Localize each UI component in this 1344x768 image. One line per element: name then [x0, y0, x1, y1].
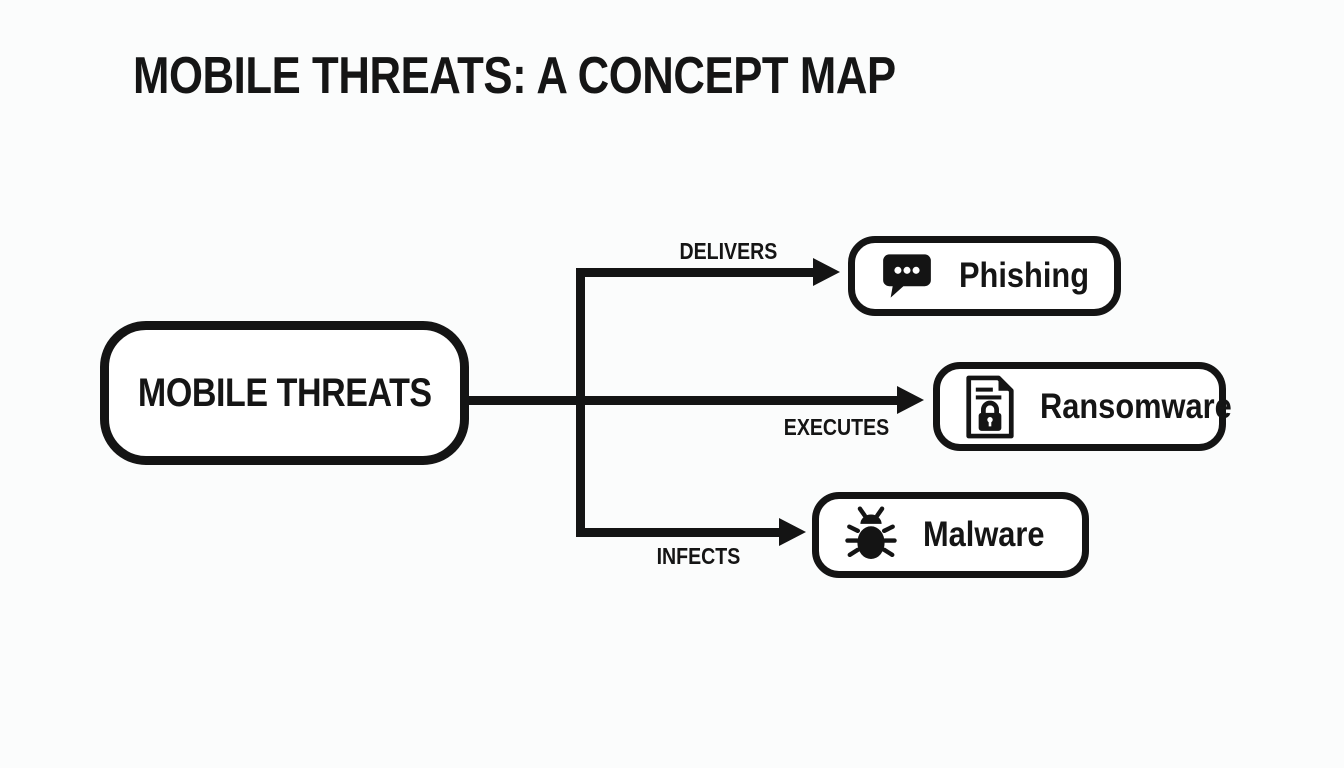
edge-line-executes: [585, 396, 900, 405]
arrowhead-infects: [779, 518, 806, 546]
edge-line-delivers: [576, 268, 816, 277]
ransomware-node: Ransomware: [933, 362, 1232, 451]
mobile-threats-node: MOBILE THREATS: [100, 321, 469, 465]
malware-label: Malware: [923, 515, 1045, 554]
phishing-label: Phishing: [959, 256, 1090, 295]
edge-label-infects: INFECTS: [656, 543, 741, 569]
chat-bubble-icon: [879, 251, 935, 301]
edge-label-delivers: DELIVERS: [679, 238, 778, 264]
page-title: MOBILE THREATS: A CONCEPT MAP: [133, 47, 896, 105]
ransomware-label: Ransomware: [1040, 386, 1232, 426]
document-lock-icon: [964, 375, 1016, 439]
arrowhead-delivers: [813, 258, 840, 286]
edge-trunk-vertical: [576, 268, 585, 537]
phishing-node: Phishing: [848, 236, 1121, 316]
edge-line-infects: [576, 528, 782, 537]
edge-label-executes: EXECUTES: [783, 414, 890, 440]
arrowhead-executes: [897, 386, 924, 414]
mobile-threats-label: MOBILE THREATS: [137, 370, 432, 415]
edge-trunk-horizontal: [460, 396, 585, 405]
malware-node: Malware: [812, 492, 1089, 578]
bug-icon: [843, 505, 899, 565]
